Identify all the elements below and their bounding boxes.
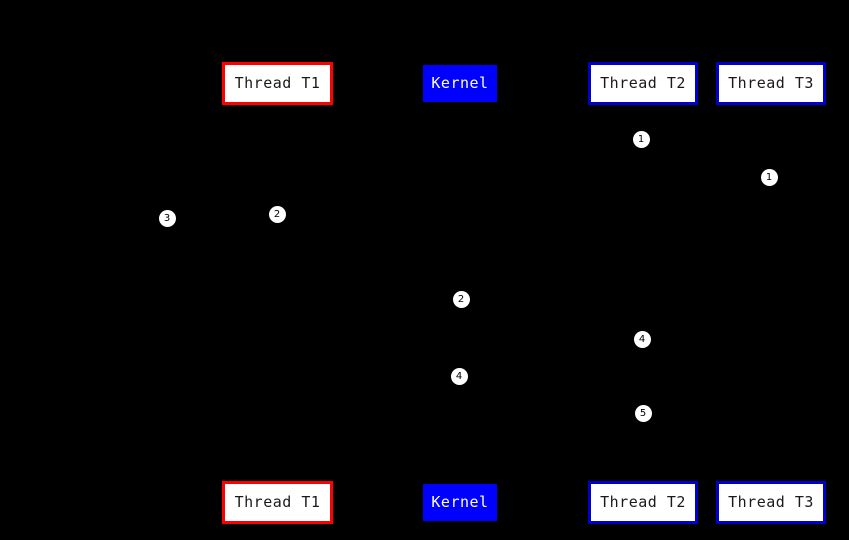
participant-box-t3b[interactable]: Thread T3 (716, 481, 826, 524)
step-badge: 1 (632, 130, 650, 148)
lifeline-t1 (277, 105, 278, 481)
step-badge: 2 (452, 290, 470, 308)
step-badge: 4 (450, 367, 468, 385)
participant-box-t2[interactable]: Thread T2 (588, 62, 698, 105)
participant-box-kernelb[interactable]: Kernel (423, 484, 497, 521)
participant-box-t1b[interactable]: Thread T1 (222, 481, 333, 524)
step-badge: 5 (634, 404, 652, 422)
step-badge: 2 (268, 205, 286, 223)
lifeline-t3 (771, 105, 772, 481)
step-badge: 3 (158, 209, 176, 227)
step-badge: 1 (760, 168, 778, 186)
participant-box-t3[interactable]: Thread T3 (716, 62, 826, 105)
step-badge: 4 (633, 330, 651, 348)
participant-box-t1[interactable]: Thread T1 (222, 62, 333, 105)
participant-box-t2b[interactable]: Thread T2 (588, 481, 698, 524)
lifeline-t2 (643, 105, 644, 481)
participant-box-kernel[interactable]: Kernel (423, 65, 497, 102)
